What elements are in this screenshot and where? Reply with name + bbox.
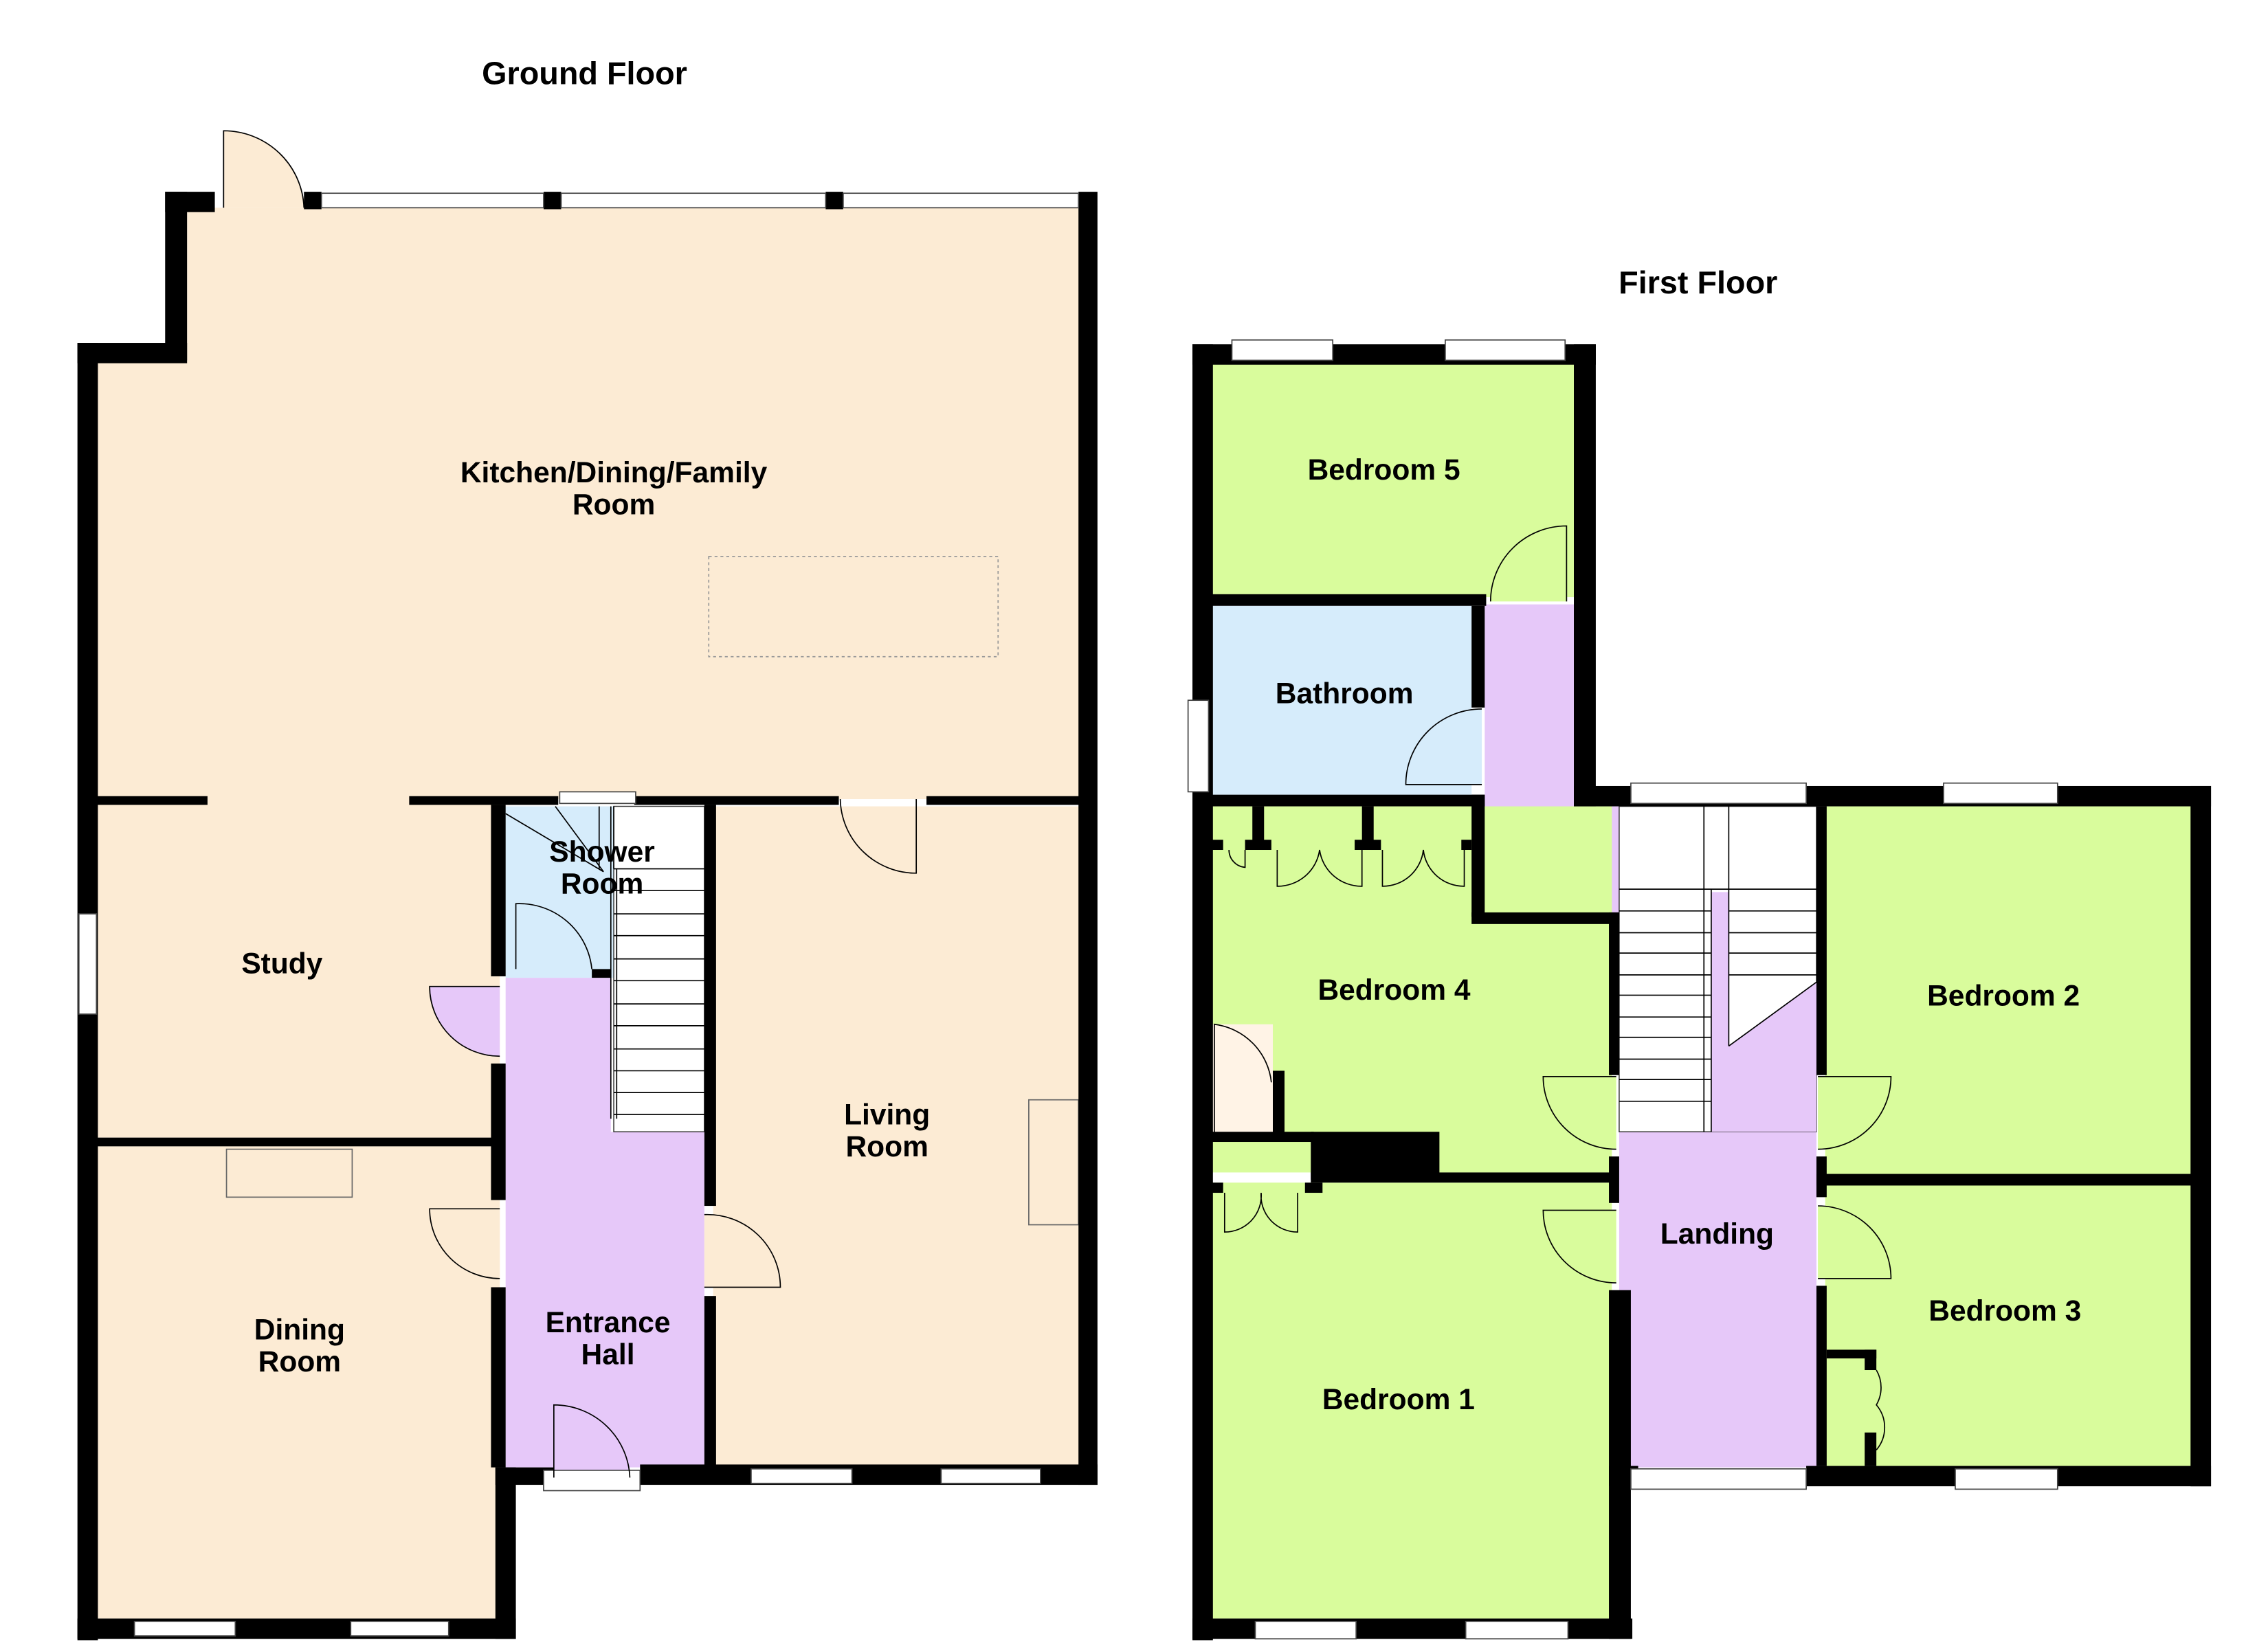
ground-floor-fills bbox=[96, 131, 1082, 1619]
room-label: Hall bbox=[581, 1338, 635, 1371]
room-label: Entrance bbox=[546, 1306, 671, 1338]
room-label: Study bbox=[241, 947, 323, 980]
room-label: Room bbox=[561, 868, 643, 900]
room-label: Bedroom 3 bbox=[1928, 1294, 2081, 1327]
first-floor-doors bbox=[1214, 525, 1892, 1450]
bedroom-2-door-swing bbox=[1818, 1076, 1891, 1149]
room-labels: Ground FloorKitchen/Dining/FamilyRoomStu… bbox=[241, 56, 2081, 1415]
room-label: Bedroom 4 bbox=[1318, 974, 1470, 1006]
living-door-swing bbox=[704, 1214, 781, 1288]
bedroom-3-fill bbox=[1825, 1184, 2194, 1466]
first-floor-windows bbox=[1187, 339, 2058, 1640]
bedroom-5-door-swing bbox=[1490, 526, 1567, 602]
bedroom-1-door-swing bbox=[1543, 1210, 1616, 1283]
bedroom-1-fill bbox=[1211, 1182, 1612, 1619]
entrance-hall-fill bbox=[505, 978, 704, 1468]
study-fill bbox=[96, 798, 500, 1138]
room-label: Landing bbox=[1660, 1218, 1774, 1250]
first-floor bbox=[1187, 339, 2212, 1641]
room-label: Dining bbox=[254, 1314, 345, 1346]
room-label: Kitchen/Dining/Family bbox=[460, 456, 768, 489]
bedroom-4-closet-fill bbox=[1211, 1024, 1273, 1134]
dining-door-swing bbox=[430, 1209, 500, 1279]
bedroom-3-door-swing bbox=[1818, 1206, 1891, 1279]
bathroom-door-swing bbox=[1405, 708, 1482, 785]
room-label: Room bbox=[572, 489, 655, 521]
room-label: Shower bbox=[549, 835, 655, 868]
landing-overlap bbox=[1711, 892, 1816, 1132]
study-door-swing bbox=[430, 986, 500, 1057]
room-label: Room bbox=[258, 1345, 341, 1378]
ground-floor-windows bbox=[78, 192, 1080, 1637]
ground-floor-stairs bbox=[505, 805, 705, 1132]
ground-floor-doors bbox=[223, 130, 918, 1478]
kitchen-island bbox=[708, 556, 999, 658]
floor-title: Ground Floor bbox=[482, 56, 687, 91]
first-floor-stairs bbox=[1619, 805, 1817, 1132]
ground-floor bbox=[77, 130, 1098, 1641]
front-door-swing bbox=[553, 1404, 630, 1478]
floor-title: First Floor bbox=[1619, 265, 1777, 300]
room-label: Living bbox=[844, 1099, 930, 1131]
kitchen-dining-family-fill bbox=[96, 207, 1082, 799]
first-floor-walls bbox=[1192, 344, 2212, 1641]
dining-fireplace bbox=[225, 1148, 353, 1198]
bedroom-2-fill bbox=[1825, 806, 2194, 1174]
garden-door-swing bbox=[223, 131, 304, 208]
room-label: Bedroom 2 bbox=[1927, 979, 2080, 1011]
bedroom-4-door-swing bbox=[1543, 1076, 1616, 1149]
room-label: Bedroom 5 bbox=[1308, 453, 1460, 486]
room-label: Room bbox=[845, 1130, 928, 1163]
living-room-fill bbox=[713, 806, 1082, 1468]
room-label: Bedroom 1 bbox=[1322, 1383, 1475, 1415]
room-label: Bathroom bbox=[1276, 677, 1414, 710]
shower-room-fill bbox=[505, 806, 614, 978]
